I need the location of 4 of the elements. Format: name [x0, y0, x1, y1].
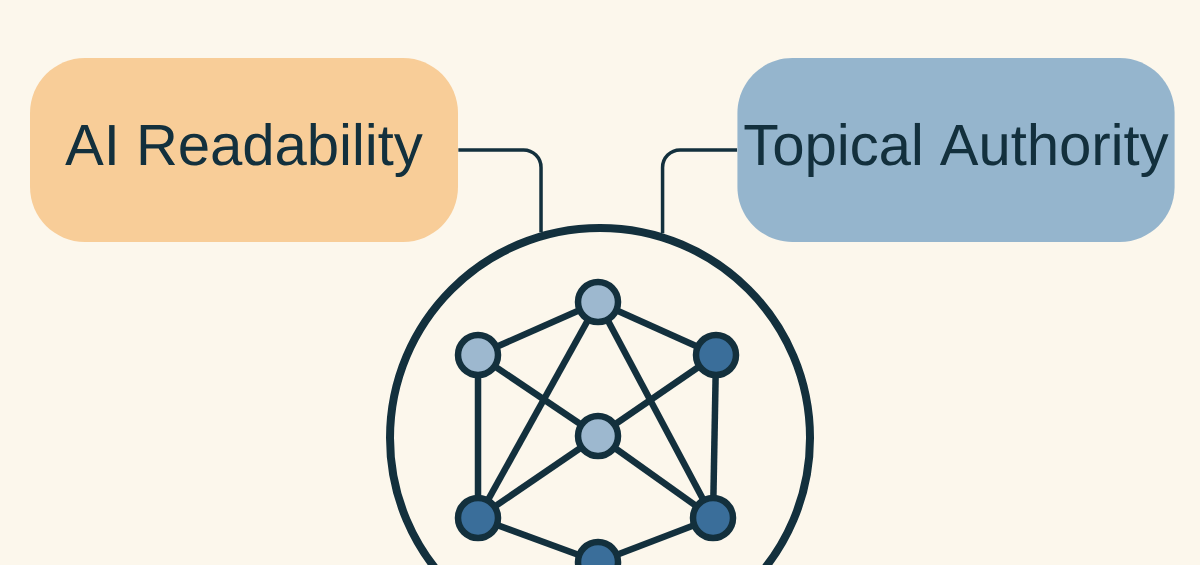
connector-line — [458, 148, 543, 233]
connector-line — [660, 148, 738, 234]
label-box: AI Readability — [30, 58, 458, 242]
label-box: Topical Authority — [737, 58, 1175, 242]
